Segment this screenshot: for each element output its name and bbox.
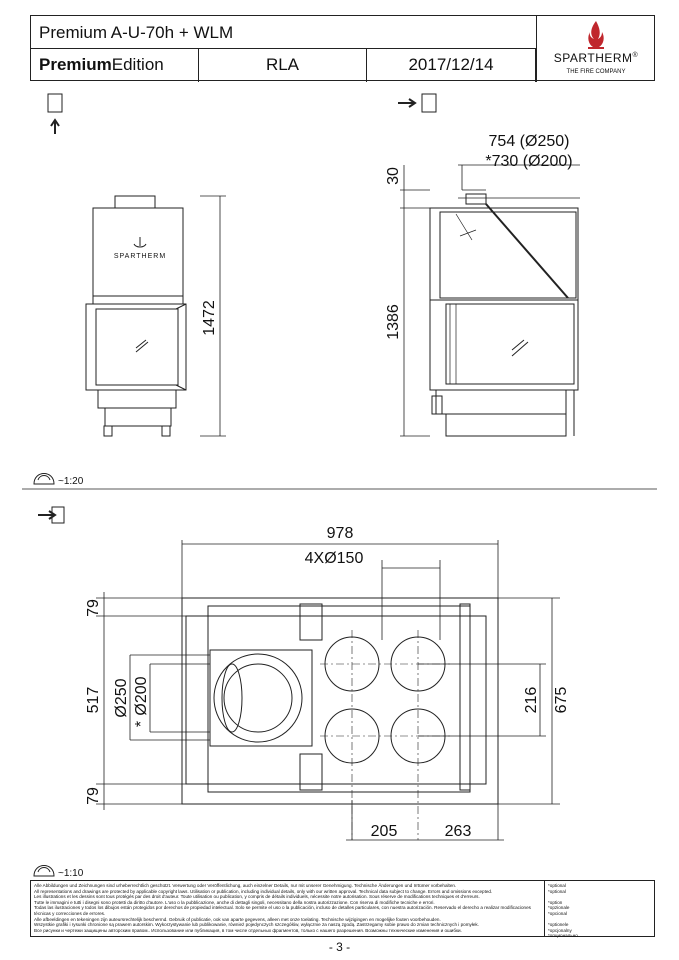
- dim-1386: 1386: [385, 304, 402, 340]
- dim-216: 216: [523, 687, 540, 714]
- dim-978: 978: [327, 525, 354, 542]
- dim-79-top: 79: [85, 599, 102, 617]
- dim-205: 205: [371, 823, 398, 840]
- plan-view: [96, 540, 560, 841]
- disclaimer-text: Alle Abbildungen und Zeichnungen sind ur…: [34, 883, 531, 933]
- front-brand: SPARTHERM: [114, 253, 166, 260]
- product-title: Premium A-U-70h + WLM: [31, 16, 536, 49]
- dim-30: 30: [385, 167, 402, 185]
- scale-bottom-label: ~1:10: [58, 868, 84, 879]
- optional-legend: *optional *optional *option *opzionale *…: [544, 881, 654, 938]
- side-view-icon: [398, 93, 437, 113]
- dim-675: 675: [553, 687, 570, 714]
- dim-250: Ø250: [113, 678, 130, 717]
- spartherm-logo: SPARTHERM® THE FIRE COMPANY: [537, 16, 655, 80]
- dim-asterisk: *: [133, 721, 150, 727]
- copyright-disclaimer: Alle Abbildungen und Zeichnungen sind ur…: [30, 880, 655, 938]
- front-elevation: [85, 195, 226, 437]
- variant-label: RLA: [199, 49, 367, 82]
- scale-top-label: ~1:20: [58, 476, 84, 487]
- brand-tagline: THE FIRE COMPANY: [566, 69, 626, 75]
- date-label: 2017/12/14: [367, 49, 536, 82]
- scale-icon-bottom: [33, 865, 55, 877]
- dim-263: 263: [445, 823, 472, 840]
- dim-517: 517: [85, 687, 102, 714]
- dim-754: 754 (Ø250): [489, 133, 570, 150]
- dim-79-bottom: 79: [85, 787, 102, 805]
- dim-730: *730 (Ø200): [485, 153, 572, 170]
- page-number: - 3 -: [328, 940, 351, 954]
- edition-rest: Edition: [111, 55, 164, 74]
- flame-icon: [588, 21, 604, 49]
- brand-name: SPARTHERM®: [553, 51, 639, 65]
- title-block: Premium A-U-70h + WLM PremiumEdition RLA…: [30, 15, 655, 82]
- front-view-icon: [47, 93, 63, 134]
- edition-bold: Premium: [39, 55, 112, 74]
- dim-200: Ø200: [133, 676, 150, 715]
- side-elevation: [400, 164, 580, 437]
- top-view-icon: [38, 506, 65, 524]
- scale-icon-top: [33, 473, 55, 485]
- edition-label: PremiumEdition: [31, 49, 199, 82]
- dim-holes: 4XØ150: [305, 550, 364, 567]
- dim-1472: 1472: [201, 300, 218, 336]
